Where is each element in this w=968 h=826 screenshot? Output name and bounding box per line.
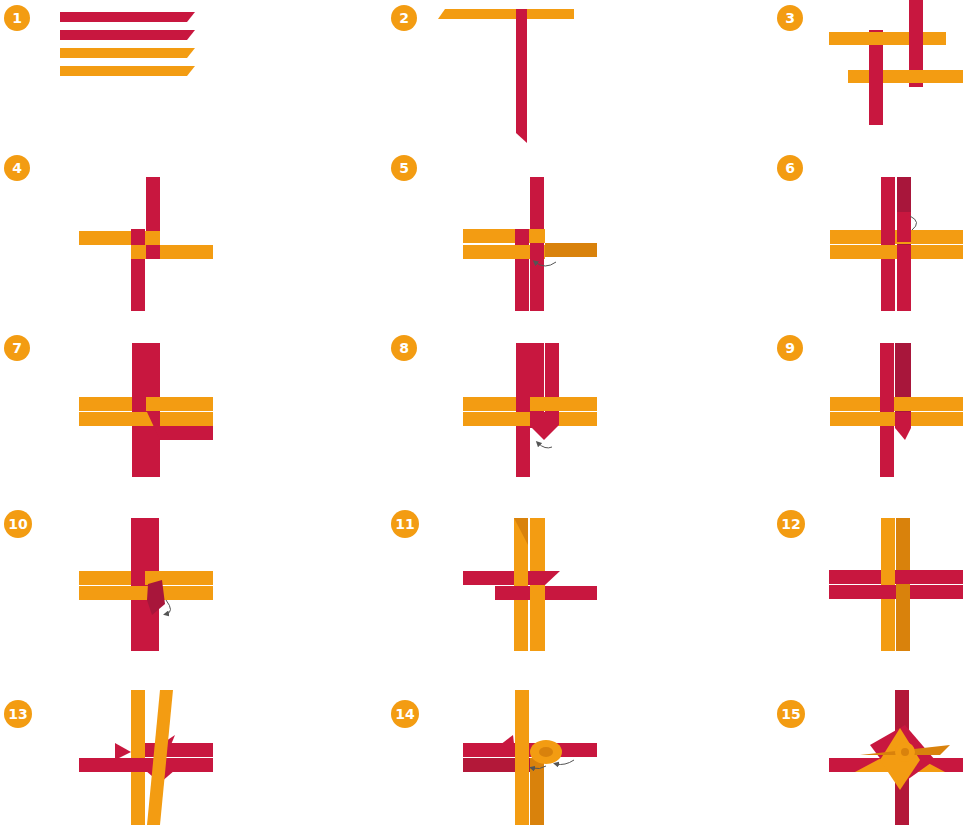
callout-number: 8 bbox=[399, 341, 409, 355]
step-number-circle: 5 bbox=[391, 155, 417, 181]
step-number-circle: 2 bbox=[391, 5, 417, 31]
callout-number: 15 bbox=[781, 707, 800, 721]
callout-number: 7 bbox=[12, 341, 22, 355]
step-number-circle: 10 bbox=[4, 510, 32, 538]
callout-number: 14 bbox=[395, 707, 414, 721]
callout-number: 3 bbox=[785, 11, 795, 25]
step-number-circle: 3 bbox=[777, 5, 803, 31]
step-number-circle: 12 bbox=[777, 510, 805, 538]
callout-number: 5 bbox=[399, 161, 409, 175]
callout-number: 6 bbox=[785, 161, 795, 175]
step-number-circle: 1 bbox=[4, 5, 30, 31]
step-number-circle: 4 bbox=[4, 155, 30, 181]
step-number-circle: 9 bbox=[777, 335, 803, 361]
step-number-circle: 15 bbox=[777, 700, 805, 728]
callout-number: 9 bbox=[785, 341, 795, 355]
callout-number: 11 bbox=[395, 517, 414, 531]
callout-number: 1 bbox=[12, 11, 22, 25]
step-number-circle: 7 bbox=[4, 335, 30, 361]
callout-number: 10 bbox=[8, 517, 27, 531]
step-number-circle: 8 bbox=[391, 335, 417, 361]
step-number-circle: 6 bbox=[777, 155, 803, 181]
step-number-circle: 11 bbox=[391, 510, 419, 538]
step-number-circle: 14 bbox=[391, 700, 419, 728]
callout-number: 4 bbox=[12, 161, 22, 175]
callout-number: 13 bbox=[8, 707, 27, 721]
step-number-circle: 13 bbox=[4, 700, 32, 728]
callout-number: 2 bbox=[399, 11, 409, 25]
callout-number: 12 bbox=[781, 517, 800, 531]
